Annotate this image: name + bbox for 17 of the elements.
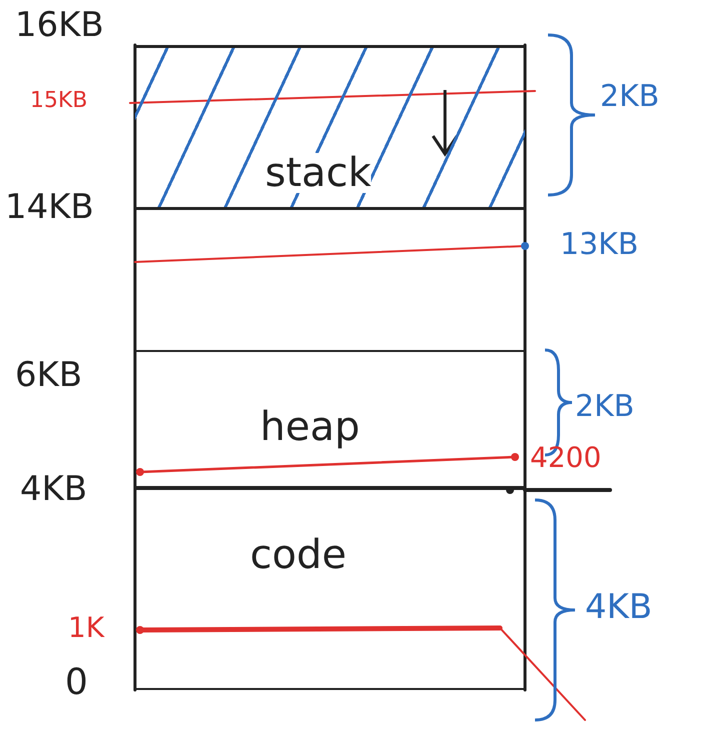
address-label: 2KB	[600, 82, 660, 112]
segment-label: heap	[260, 407, 360, 447]
address-label: 1K	[68, 614, 104, 642]
address-label: 15KB	[30, 90, 88, 112]
address-label: 4200	[530, 444, 602, 472]
address-label: 4KB	[20, 472, 88, 506]
address-label: 14KB	[5, 190, 94, 224]
address-label: 2KB	[575, 392, 634, 422]
memory-segment	[135, 350, 525, 490]
segment-label: stack	[265, 153, 372, 193]
address-label: 16KB	[15, 8, 104, 42]
address-label: 6KB	[15, 358, 82, 392]
segment-label: code	[250, 535, 346, 575]
memory-segment	[135, 45, 525, 210]
address-label: 0	[65, 665, 88, 701]
address-label: 4KB	[585, 590, 652, 624]
address-label: 13KB	[560, 230, 638, 260]
